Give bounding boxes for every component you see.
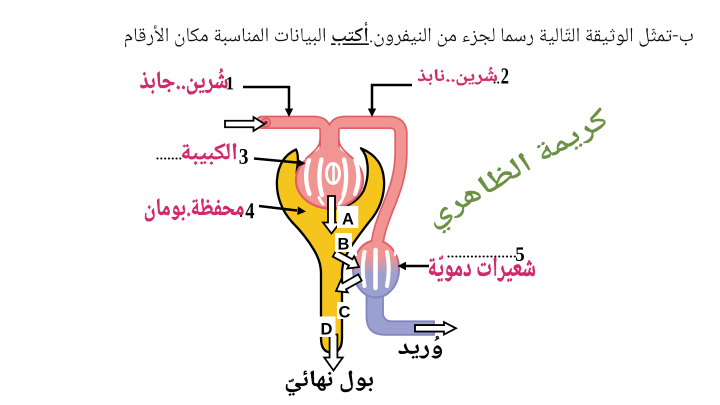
svg-text:B: B (338, 236, 350, 254)
svg-text:A: A (342, 211, 354, 229)
svg-text:D: D (321, 321, 333, 339)
svg-text:C: C (339, 304, 351, 322)
